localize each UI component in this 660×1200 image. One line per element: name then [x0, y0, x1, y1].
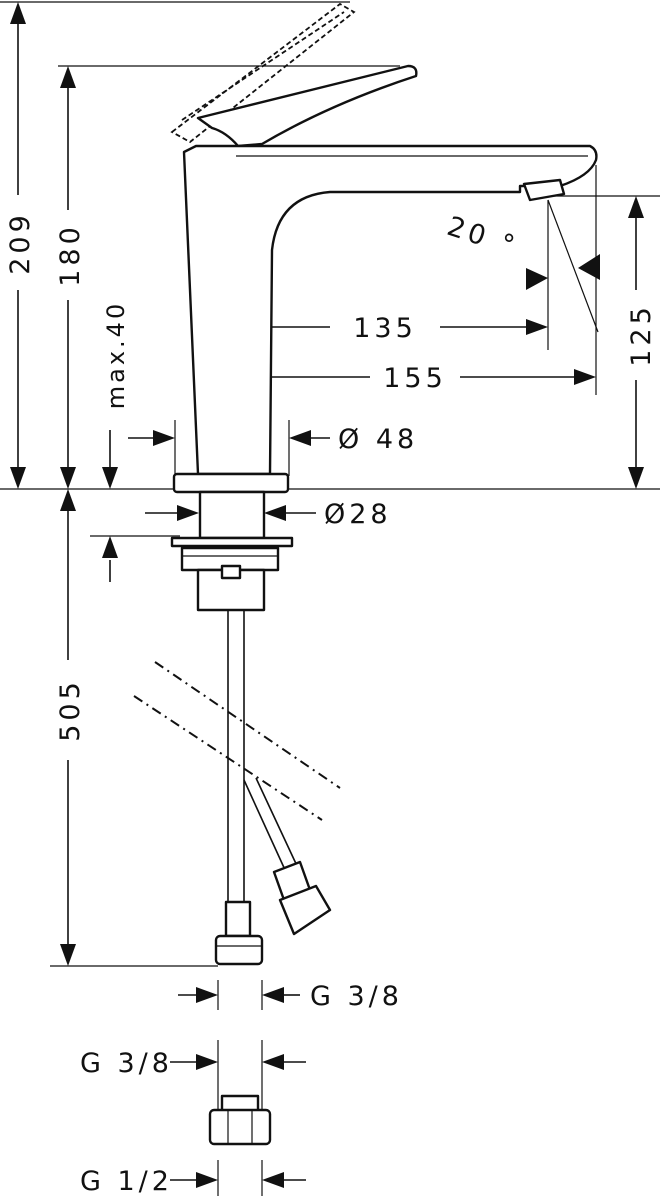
dim-angle-label: 20 °	[443, 211, 521, 263]
dim-180: 180	[55, 66, 86, 489]
break-line-2	[133, 695, 323, 821]
dim-adapter-out: G 1/2	[80, 1166, 306, 1197]
base-plate	[172, 472, 290, 494]
lever	[196, 64, 418, 148]
break-line-1	[154, 661, 341, 789]
faucet-body	[133, 2, 598, 966]
dim-d48: Ø 48	[128, 424, 418, 455]
dim-209-label: 209	[5, 211, 36, 275]
spout-body	[182, 144, 598, 476]
dim-d28-label: Ø28	[324, 499, 392, 530]
dim-125-label: 125	[626, 303, 657, 367]
dim-max40-label: max.40	[102, 301, 130, 409]
dim-hose-thread: G 3/8	[178, 981, 403, 1012]
shank	[198, 490, 266, 540]
dim-hose-thread-label: G 3/8	[310, 981, 403, 1012]
dim-d48-label: Ø 48	[338, 424, 418, 455]
adapter-fitting	[208, 1094, 272, 1146]
dim-max40: max.40	[102, 301, 130, 582]
hose-fitting-straight	[224, 900, 252, 938]
dim-505-label: 505	[55, 678, 86, 742]
dim-155-label: 155	[383, 363, 447, 394]
dim-d28: Ø28	[145, 499, 392, 530]
dim-155: 155	[232, 363, 596, 394]
dim-125: 125	[626, 196, 657, 489]
dim-adapter-out-label: G 1/2	[80, 1166, 173, 1197]
dim-adapter-in-label: G 3/8	[80, 1048, 173, 1079]
dim-135: 135	[232, 313, 548, 344]
dim-505: 505	[55, 489, 86, 966]
aerator	[522, 178, 566, 202]
dim-209: 209	[5, 2, 36, 489]
lever-raised-outline	[170, 2, 356, 144]
dim-adapter-in: G 3/8	[80, 1048, 306, 1079]
dim-180-label: 180	[55, 223, 86, 287]
dim-135-label: 135	[353, 313, 417, 344]
mounting-washer	[170, 536, 294, 548]
dim-angle: 20 °	[443, 199, 600, 333]
adapter-hex	[208, 1108, 272, 1146]
